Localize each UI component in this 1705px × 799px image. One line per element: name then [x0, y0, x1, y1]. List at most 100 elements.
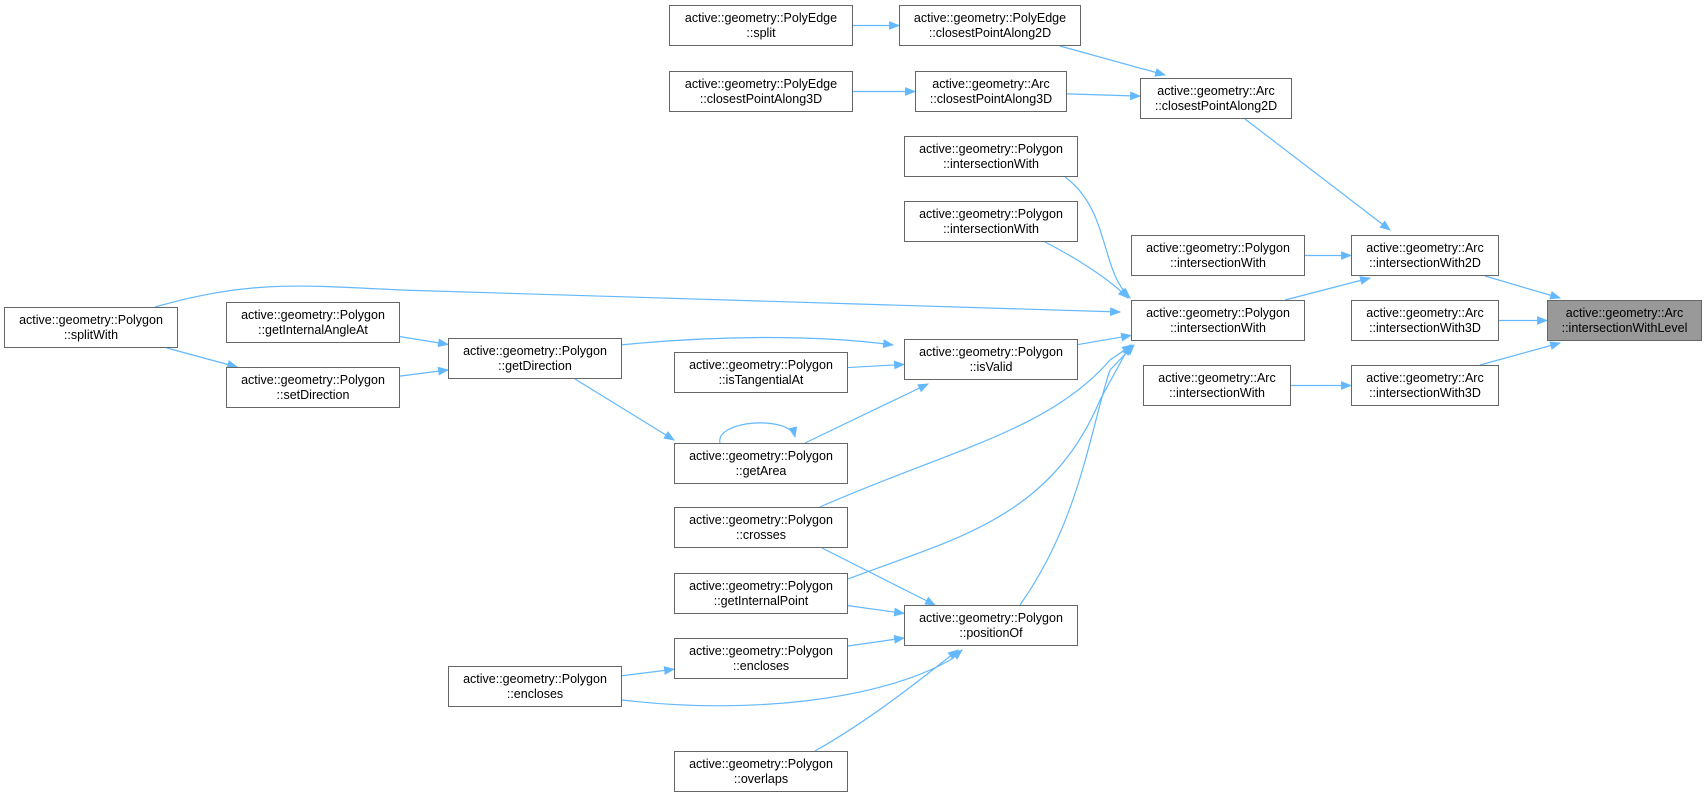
- edge-isTangentialAt-to-isValid: [847, 360, 906, 370]
- edge-getDirection-to-isValid: [619, 336, 895, 349]
- node-setDirection[interactable]: active::geometry::Polygon::setDirection: [226, 367, 400, 408]
- node-peCPA2D[interactable]: active::geometry::PolyEdge::closestPoint…: [899, 5, 1081, 46]
- node-label-member: ::encloses: [732, 658, 790, 673]
- node-label-namespace: active::geometry::PolyEdge: [913, 10, 1067, 25]
- edge-enclosesA-to-positionOf: [847, 635, 906, 647]
- node-label-namespace: active::geometry::Polygon: [689, 578, 833, 593]
- edge-overlaps-to-positionOf: [814, 649, 959, 752]
- node-label-namespace: active::geometry::PolyEdge: [684, 76, 838, 91]
- edge-arcCPA3D-to-arcCPA2D: [1066, 91, 1142, 101]
- node-label-namespace: active::geometry::Polygon: [1146, 305, 1290, 320]
- node-label-member: ::getInternalPoint: [713, 593, 809, 608]
- node-polyIWmain[interactable]: active::geometry::Polygon::intersectionW…: [1131, 300, 1305, 341]
- node-arcIW3Da[interactable]: active::geometry::Arc::intersectionWith3…: [1351, 300, 1499, 341]
- node-root[interactable]: active::geometry::Arc::intersectionWithL…: [1547, 300, 1702, 341]
- node-label-member: ::positionOf: [959, 625, 1023, 640]
- edge-arcIW3Db-to-root: [1479, 341, 1562, 366]
- node-positionOf[interactable]: active::geometry::Polygon::positionOf: [904, 605, 1078, 646]
- edge-getArea-to-getArea: [719, 422, 798, 444]
- node-arcIW2D[interactable]: active::geometry::Arc::intersectionWith2…: [1351, 235, 1499, 276]
- node-label-member: ::isTangentialAt: [718, 372, 804, 387]
- node-crosses[interactable]: active::geometry::Polygon::crosses: [674, 507, 848, 548]
- node-polyIW1[interactable]: active::geometry::Polygon::intersectionW…: [904, 136, 1078, 177]
- node-label-member: ::closestPointAlong3D: [929, 91, 1053, 106]
- edge-arcIW2D-to-root: [1484, 275, 1562, 300]
- node-getInternalPoint[interactable]: active::geometry::Polygon::getInternalPo…: [674, 573, 848, 614]
- node-label-namespace: active::geometry::PolyEdge: [684, 10, 838, 25]
- node-label-member: ::intersectionWith: [1170, 320, 1266, 335]
- edge-enclosesB-to-enclosesA: [621, 666, 676, 677]
- node-label-namespace: active::geometry::Polygon: [1146, 240, 1290, 255]
- node-splitWith[interactable]: active::geometry::Polygon::splitWith: [4, 307, 178, 348]
- node-arcCPA3D[interactable]: active::geometry::Arc::closestPointAlong…: [915, 71, 1067, 112]
- node-label-member: ::closestPointAlong2D: [1154, 98, 1278, 113]
- edge-getDirection-to-getArea: [574, 378, 675, 441]
- node-polyIW2[interactable]: active::geometry::Polygon::intersectionW…: [904, 201, 1078, 242]
- node-getInternalAngleAt[interactable]: active::geometry::Polygon::getInternalAn…: [226, 302, 400, 343]
- edge-arcCPA2D-to-arcIW2D: [1244, 118, 1391, 231]
- node-arcIW3Db[interactable]: active::geometry::Arc::intersectionWith3…: [1351, 365, 1499, 406]
- node-label-member: ::intersectionWith: [943, 221, 1039, 236]
- node-label-member: ::setDirection: [276, 387, 350, 402]
- node-label-namespace: active::geometry::Arc: [1157, 83, 1275, 98]
- edge-isValid-to-polyIWmain: [1077, 332, 1133, 346]
- edge-polyIW2-to-polyIWmain: [1044, 241, 1129, 299]
- edge-splitWith-to-polyIWmain: [154, 285, 1122, 317]
- node-label-namespace: active::geometry::Polygon: [241, 307, 385, 322]
- node-label-member: ::split: [746, 25, 776, 40]
- node-isValid[interactable]: active::geometry::Polygon::isValid: [904, 339, 1078, 380]
- edge-positionOf-to-polyIWmain: [1019, 344, 1135, 606]
- node-label-namespace: active::geometry::Polygon: [689, 643, 833, 658]
- node-label-member: ::closestPointAlong2D: [928, 25, 1052, 40]
- node-overlaps[interactable]: active::geometry::Polygon::overlaps: [674, 751, 848, 792]
- node-label-namespace: active::geometry::Arc: [1158, 370, 1276, 385]
- node-label-namespace: active::geometry::Arc: [1565, 305, 1684, 320]
- node-isTangentialAt[interactable]: active::geometry::Polygon::isTangentialA…: [674, 352, 848, 393]
- edge-setDirection-to-getDirection: [399, 366, 450, 377]
- edge-getArea-to-isValid: [804, 383, 929, 444]
- node-arcCPA2D[interactable]: active::geometry::Arc::closestPointAlong…: [1140, 78, 1292, 119]
- node-label-member: ::intersectionWith3D: [1369, 385, 1481, 400]
- edge-splitWith-to-setDirection: [166, 347, 239, 369]
- node-label-member: ::intersectionWithLevel: [1561, 320, 1688, 335]
- edge-crosses-to-polyIWmain: [819, 344, 1133, 508]
- node-polyIWmid[interactable]: active::geometry::Polygon::intersectionW…: [1131, 235, 1305, 276]
- node-peCPA3D[interactable]: active::geometry::PolyEdge::closestPoint…: [669, 71, 853, 112]
- node-label-member: ::isValid: [969, 359, 1013, 374]
- node-label-member: ::crosses: [735, 527, 786, 542]
- node-label-namespace: active::geometry::Arc: [932, 76, 1050, 91]
- node-label-namespace: active::geometry::Polygon: [919, 610, 1063, 625]
- node-enclosesB[interactable]: active::geometry::Polygon::encloses: [448, 666, 622, 707]
- node-label-namespace: active::geometry::Arc: [1366, 240, 1484, 255]
- edge-crosses-to-positionOf: [821, 547, 936, 606]
- node-label-namespace: active::geometry::Polygon: [689, 357, 833, 372]
- node-label-namespace: active::geometry::Polygon: [241, 372, 385, 387]
- node-label-namespace: active::geometry::Polygon: [463, 671, 607, 686]
- node-getDirection[interactable]: active::geometry::Polygon::getDirection: [448, 338, 622, 379]
- node-label-member: ::getDirection: [498, 358, 572, 373]
- node-label-member: ::splitWith: [63, 327, 119, 342]
- node-label-namespace: active::geometry::Polygon: [689, 512, 833, 527]
- node-label-member: ::getArea: [735, 463, 787, 478]
- node-peSplit[interactable]: active::geometry::PolyEdge::split: [669, 5, 853, 46]
- node-enclosesA[interactable]: active::geometry::Polygon::encloses: [674, 638, 848, 679]
- edge-polyIWmain-to-arcIW2D: [1284, 276, 1372, 301]
- node-label-member: ::intersectionWith: [943, 156, 1039, 171]
- node-label-member: ::intersectionWith: [1169, 385, 1265, 400]
- edge-getInternalAngleAt-to-getDirection: [399, 336, 450, 348]
- node-label-member: ::getInternalAngleAt: [258, 322, 368, 337]
- node-arcIW[interactable]: active::geometry::Arc::intersectionWith: [1143, 365, 1291, 406]
- node-label-namespace: active::geometry::Polygon: [689, 756, 833, 771]
- node-label-member: ::intersectionWith3D: [1369, 320, 1481, 335]
- node-label-member: ::intersectionWith2D: [1369, 255, 1481, 270]
- node-label-namespace: active::geometry::Polygon: [919, 344, 1063, 359]
- node-getArea[interactable]: active::geometry::Polygon::getArea: [674, 443, 848, 484]
- edge-enclosesB-to-positionOf: [621, 649, 963, 707]
- node-label-member: ::encloses: [506, 686, 564, 701]
- node-label-namespace: active::geometry::Arc: [1366, 305, 1484, 320]
- node-label-namespace: active::geometry::Polygon: [919, 141, 1063, 156]
- node-label-member: ::intersectionWith: [1170, 255, 1266, 270]
- node-label-member: ::overlaps: [733, 771, 789, 786]
- node-label-member: ::closestPointAlong3D: [699, 91, 823, 106]
